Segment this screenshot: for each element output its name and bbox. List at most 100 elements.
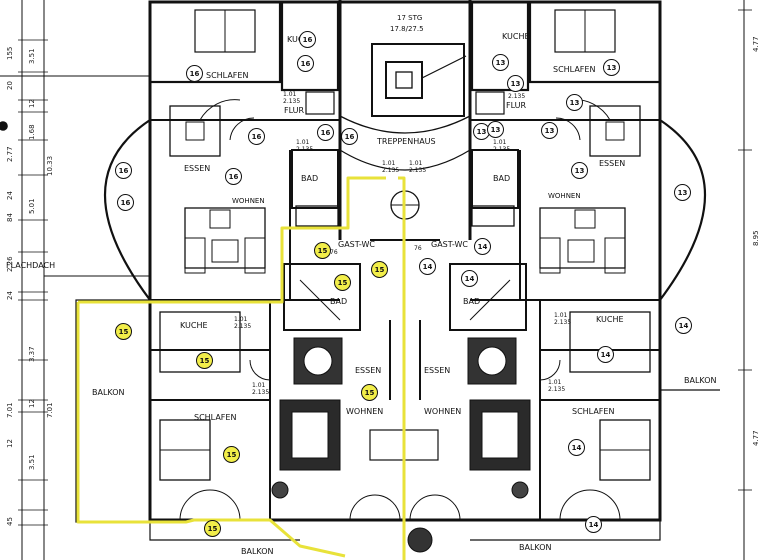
door-height: 2.135 <box>548 386 566 393</box>
room-treppenhaus: TREPPENHAUS <box>377 137 436 146</box>
unit-badge: 16 <box>117 194 134 211</box>
door-height: 2.135 <box>493 146 511 153</box>
unit-badge: 16 <box>341 128 358 145</box>
unit-badge-highlight: 15 <box>361 384 378 401</box>
unit-badge: 16 <box>248 128 265 145</box>
room-balkon-right: BALKON <box>684 376 717 385</box>
door-width: 1.01 <box>296 139 310 146</box>
room-wohnen-left: WOHNEN <box>232 197 265 205</box>
dimension-label: 12 <box>6 439 14 448</box>
room-wohnen-center-left: WOHNEN <box>346 407 384 416</box>
dimension-label: 7.01 <box>6 402 14 418</box>
dimension-label: 12 <box>28 99 36 108</box>
room-schlafen-top-right: SCHLAFEN <box>553 65 596 74</box>
unit-badge: 14 <box>597 346 614 363</box>
dimension-label: 1.68 <box>28 124 36 140</box>
unit-badge: 16 <box>317 124 334 141</box>
room-balkon-bottom-right: BALKON <box>519 543 552 552</box>
levels-label: 17.8/27.5 <box>390 25 424 33</box>
unit-badge: 13 <box>571 162 588 179</box>
unit-badge: 14 <box>474 238 491 255</box>
room-essen-center-left: ESSEN <box>355 366 382 375</box>
unit-badge: 13 <box>487 121 504 138</box>
dimension-label: 20 <box>6 81 14 90</box>
room-kueche-bottom-left: KUCHE <box>180 321 208 330</box>
dimension-label: 24 <box>6 291 14 300</box>
dimension-label: 8.95 <box>752 230 760 246</box>
door-width: 1.01 <box>382 160 396 167</box>
dimension-label: 12 <box>28 399 36 408</box>
room-balkon-bottom-left: BALKON <box>241 547 274 556</box>
room-wohnen-right: WOHNEN <box>548 192 581 200</box>
door-height: 2.135 <box>296 146 314 153</box>
door-width: 1.01 <box>554 312 568 319</box>
door-width: 1.01 <box>548 379 562 386</box>
unit-badge-highlight: 15 <box>314 242 331 259</box>
room-bad-top-right: BAD <box>493 174 511 183</box>
door-width: 1.01 <box>493 139 507 146</box>
dimension-label: 4.77 <box>752 36 760 52</box>
unit-badge: 13 <box>492 54 509 71</box>
room-flur-right: FLUR <box>506 101 527 110</box>
unit-badge: 14 <box>419 258 436 275</box>
unit-badge: 14 <box>461 270 478 287</box>
dimension-label: 24 <box>6 191 14 200</box>
dimension-label: 84 <box>6 213 14 222</box>
room-flachdach: FLACHDACH <box>6 261 56 270</box>
room-essen-center-right: ESSEN <box>424 366 451 375</box>
unit-badge-highlight: 15 <box>334 274 351 291</box>
room-wohnen-center-right: WOHNEN <box>424 407 462 416</box>
dimension-label: 10.33 <box>46 155 54 176</box>
unit-badge: 13 <box>507 75 524 92</box>
room-schlafen-bottom-right: SCHLAFEN <box>572 407 615 416</box>
unit-badge: 16 <box>299 31 316 48</box>
wc-door-mark: 76 <box>330 249 338 256</box>
unit-badge-highlight: 15 <box>223 446 240 463</box>
unit-badge: 16 <box>115 162 132 179</box>
unit-badge: 13 <box>603 59 620 76</box>
room-kueche-top-right: KUCHE <box>502 32 530 41</box>
door-height: 2.135 <box>382 167 400 174</box>
dimension-label: 7.01 <box>46 402 54 418</box>
door-height: 2.135 <box>283 98 301 105</box>
dimension-label: 3.51 <box>28 48 36 64</box>
unit-badge: 16 <box>186 65 203 82</box>
dimension-label: 4.77 <box>752 430 760 446</box>
floors-label: 17 STG <box>397 14 423 22</box>
door-height: 2.135 <box>252 389 270 396</box>
room-bad-mid-right: BAD <box>463 297 481 306</box>
unit-badge-highlight: 15 <box>204 520 221 537</box>
unit-badge: 16 <box>297 55 314 72</box>
room-flur-left: FLUR <box>284 106 305 115</box>
dimension-label: 45 <box>6 517 14 526</box>
door-width: 1.01 <box>252 382 266 389</box>
dimension-label: 155 <box>6 46 14 60</box>
room-essen-left: ESSEN <box>184 164 211 173</box>
room-schlafen-top-left: SCHLAFEN <box>206 71 249 80</box>
wc-door-mark: 76 <box>414 245 422 252</box>
room-kueche-bottom-right: KUCHE <box>596 315 624 324</box>
unit-badge: 14 <box>675 317 692 334</box>
unit-badge-highlight: 15 <box>371 261 388 278</box>
unit-badge: 14 <box>585 516 602 533</box>
dimension-label: 2.77 <box>6 146 14 162</box>
room-gastwc-right: GAST-WC <box>431 240 468 249</box>
door-height: 2.135 <box>554 319 572 326</box>
room-essen-right: ESSEN <box>599 159 626 168</box>
door-width: 1.01 <box>283 91 297 98</box>
door-height: 2.135 <box>409 167 427 174</box>
room-schlafen-bottom-left: SCHLAFEN <box>194 413 237 422</box>
room-bad-top-left: BAD <box>301 174 319 183</box>
dimension-label: 3.37 <box>28 346 36 362</box>
unit-badge: 13 <box>674 184 691 201</box>
door-width: 1.01 <box>409 160 423 167</box>
dimension-label: 2.26 <box>6 256 14 272</box>
unit-badge: 13 <box>541 122 558 139</box>
dimension-label: 5.01 <box>28 198 36 214</box>
door-height: 2.135 <box>234 323 252 330</box>
unit-badge-highlight: 15 <box>196 352 213 369</box>
unit-badge: 13 <box>566 94 583 111</box>
unit-badge: 14 <box>568 439 585 456</box>
unit-badge: 16 <box>225 168 242 185</box>
